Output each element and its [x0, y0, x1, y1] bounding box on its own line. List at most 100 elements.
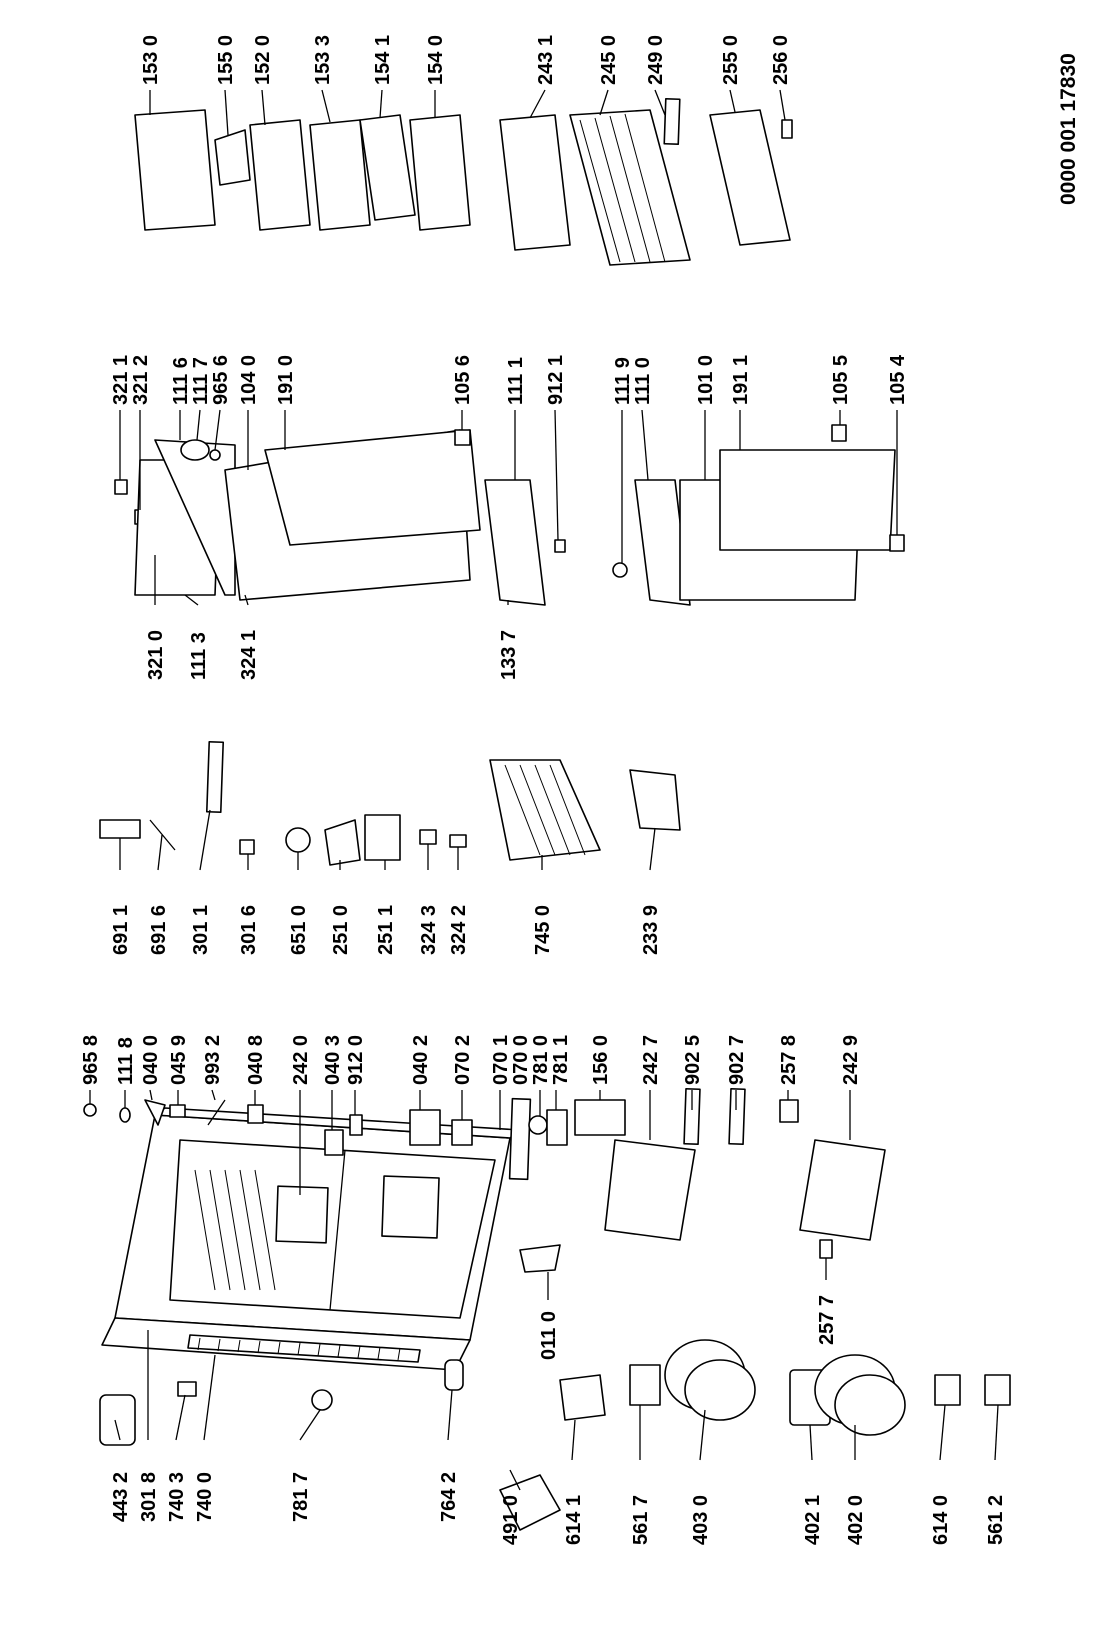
label-324-1: 324 1: [238, 630, 260, 680]
controls-group: [99, 740, 681, 866]
label-324-3: 324 3: [418, 905, 440, 955]
bins-group: [134, 97, 793, 266]
hinge-pin: [451, 1119, 473, 1146]
plug-cap: [119, 1107, 131, 1123]
label-561-7: 561 7: [630, 1495, 652, 1545]
label-614-1: 614 1: [563, 1495, 585, 1545]
label-155-0: 155 0: [215, 35, 237, 85]
rail-902-5: [683, 1087, 701, 1146]
label-242-0: 242 0: [290, 1035, 312, 1085]
document-number: 0000 001 17830: [1057, 53, 1080, 205]
bracket-040-8: [247, 1104, 264, 1124]
trim-256-0: [781, 119, 793, 139]
badge-plate: [99, 1394, 136, 1446]
thermostat-knob: [285, 827, 311, 853]
relay-cover: [499, 1474, 561, 1531]
foot-011: [519, 1244, 561, 1273]
card-781-1: [546, 1109, 568, 1146]
label-740-3: 740 3: [166, 1472, 188, 1522]
compressor-b-body: [834, 1374, 906, 1436]
wire-691-6: [149, 819, 176, 851]
wire-shelf-lines: [504, 764, 586, 856]
label-781-1: 781 1: [550, 1035, 572, 1085]
label-403-0: 403 0: [690, 1495, 712, 1545]
overload-relay: [984, 1374, 1011, 1406]
label-993-2: 993 2: [202, 1035, 224, 1085]
label-902-5: 902 5: [682, 1035, 704, 1085]
label-614-0: 614 0: [930, 1495, 952, 1545]
label-070-2: 070 2: [452, 1035, 474, 1085]
clip-257-8: [779, 1099, 799, 1123]
spacer-324-3: [419, 829, 437, 845]
clip-257-7: [819, 1239, 833, 1259]
relay-switch: [629, 1364, 661, 1406]
hinge-105-5: [831, 424, 847, 442]
label-045-9: 045 9: [168, 1035, 190, 1085]
label-321-2: 321 2: [130, 355, 152, 405]
label-781-7: 781 7: [290, 1472, 312, 1522]
shelf-243-1: [499, 114, 571, 251]
label-245-0: 245 0: [598, 35, 620, 85]
label-651-0: 651 0: [288, 905, 310, 955]
cabinet-group: [83, 1087, 1011, 1531]
freezer-gasket: [719, 449, 896, 551]
label-101-0: 101 0: [695, 355, 717, 405]
label-561-2: 561 2: [985, 1495, 1007, 1545]
label-133-7: 133 7: [498, 630, 520, 680]
screw-912-1: [554, 539, 566, 553]
label-104-0: 104 0: [238, 355, 260, 405]
label-443-2: 443 2: [110, 1472, 132, 1522]
label-321-0: 321 0: [145, 630, 167, 680]
hinge-bracket: [177, 1381, 197, 1397]
label-105-6: 105 6: [452, 355, 474, 405]
handle-111-0: [634, 479, 691, 606]
label-153-0: 153 0: [140, 35, 162, 85]
door-gasket: [264, 429, 481, 546]
label-191-1: 191 1: [730, 355, 752, 405]
label-111-6: 111 6: [170, 357, 192, 405]
wire-shelves: [489, 759, 601, 861]
knob-781-0: [528, 1115, 548, 1135]
label-249-0: 249 0: [645, 35, 667, 85]
screw-965-6: [209, 449, 221, 461]
label-011-0: 011 0: [538, 1311, 560, 1360]
egg-tray: [574, 1099, 626, 1136]
label-040-3: 040 3: [322, 1035, 344, 1085]
bin-152-0: [249, 119, 311, 231]
cabinet-liner: [169, 1139, 496, 1319]
label-324-2: 324 2: [448, 905, 470, 955]
label-691-6: 691 6: [148, 905, 170, 955]
cap-111-9: [612, 562, 628, 578]
label-912-0: 912 0: [345, 1035, 367, 1085]
label-242-7: 242 7: [640, 1035, 662, 1085]
shelf-front: [629, 769, 681, 831]
crisper-box: [381, 1175, 440, 1239]
hinge-mid: [409, 1109, 441, 1146]
starter-relay: [934, 1374, 961, 1406]
label-965-8: 965 8: [80, 1035, 102, 1085]
crisper-drawer: [604, 1139, 696, 1241]
lamp-housing: [364, 814, 401, 861]
spacer-324-2: [449, 834, 467, 848]
liner-divider: [329, 1149, 346, 1311]
screw-small: [83, 1103, 97, 1117]
label-251-1: 251 1: [375, 905, 397, 955]
label-154-1: 154 1: [372, 35, 394, 85]
label-745-0: 745 0: [532, 905, 554, 955]
label-402-1: 402 1: [802, 1495, 824, 1545]
label-242-9: 242 9: [840, 1035, 862, 1085]
doors-group: [114, 424, 905, 606]
label-111-9: 111 9: [612, 357, 634, 405]
hinge-105-6: [454, 429, 471, 446]
clip-ring: [311, 1389, 333, 1411]
grid-lines: [579, 113, 666, 263]
trim-strip: [508, 1097, 532, 1181]
label-301-8: 301 8: [138, 1472, 160, 1522]
label-243-1: 243 1: [535, 35, 557, 85]
label-111-0: 111 0: [632, 357, 654, 405]
bin-153-3: [309, 119, 371, 231]
label-740-0: 740 0: [194, 1472, 216, 1522]
bracket-040-3: [324, 1129, 344, 1156]
label-105-5: 105 5: [830, 355, 852, 405]
glass-shelf-255-0: [709, 109, 791, 246]
